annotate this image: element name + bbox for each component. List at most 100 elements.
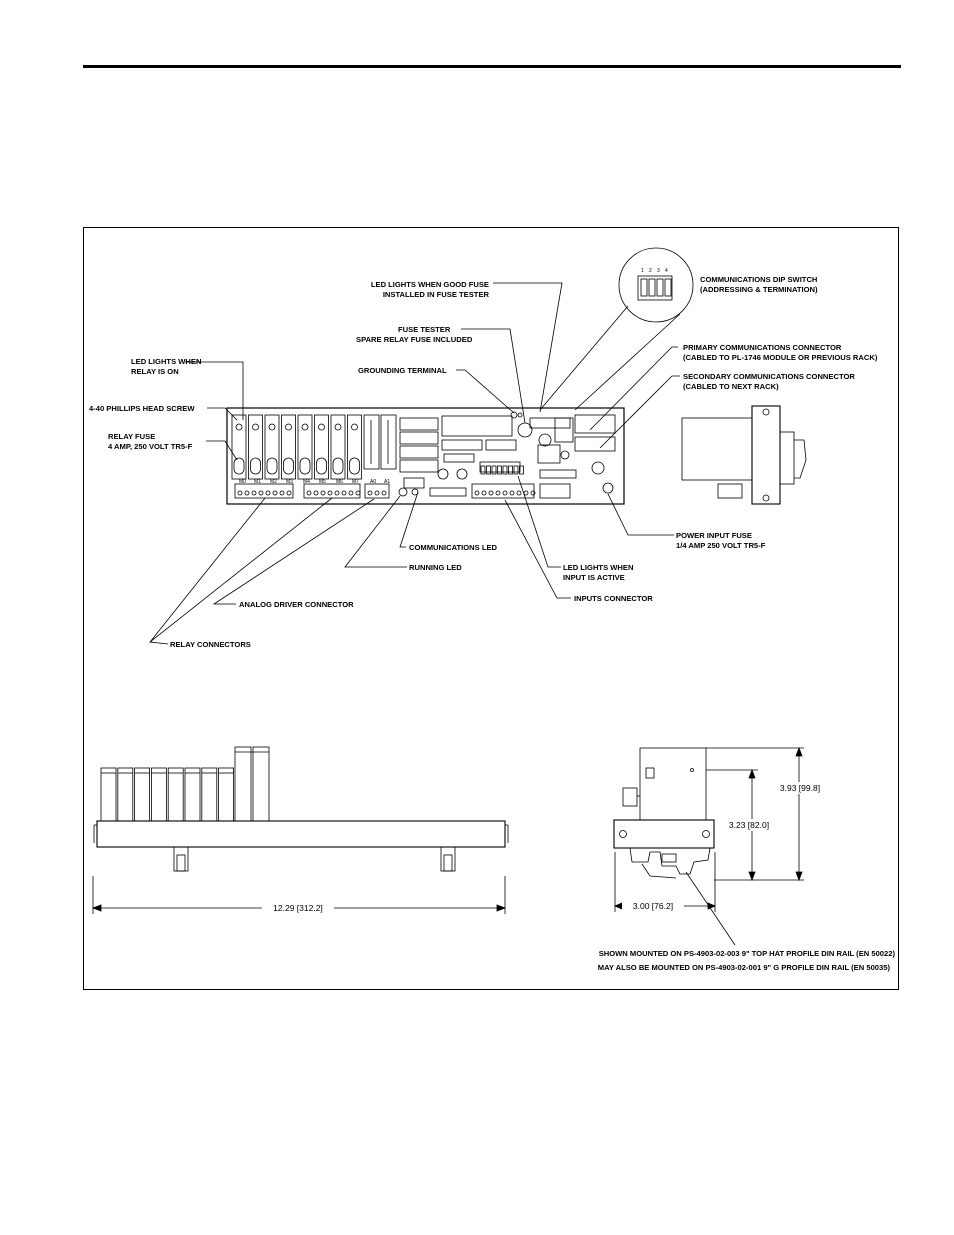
callout-primary-comm-2: (CABLED TO PL-1746 MODULE OR PREVIOUS RA… <box>683 353 878 362</box>
terminal-dot <box>306 490 312 496</box>
dim-height-total: 3.93 [99.8] <box>780 783 820 793</box>
svg-text:4: 4 <box>665 268 668 274</box>
relay-module <box>264 414 280 480</box>
terminal-dot <box>488 490 494 496</box>
terminal-dot <box>523 490 529 496</box>
board-label: M4 <box>303 479 310 485</box>
terminal-dots <box>237 490 536 496</box>
terminal-dot <box>474 490 480 496</box>
callout-secondary-comm: SECONDARY COMMUNICATIONS CONNECTOR <box>683 372 855 381</box>
board-label: M1 <box>254 479 261 485</box>
dim-width: 3.00 [76.2] <box>633 901 673 911</box>
terminal-dot <box>374 490 380 496</box>
relay-module <box>281 414 296 480</box>
terminal-dot <box>279 490 285 496</box>
board-label: A0 <box>370 479 376 485</box>
terminal-dot <box>265 490 271 496</box>
figure-frame <box>83 227 899 990</box>
relay-module <box>248 414 263 480</box>
callout-phillips-screw: 4-40 PHILLIPS HEAD SCREW <box>89 404 195 413</box>
terminal-dot <box>334 490 340 496</box>
elevation-relay <box>134 767 151 822</box>
svg-text:1: 1 <box>641 268 644 274</box>
terminal-dot <box>313 490 319 496</box>
terminal-dot <box>272 490 278 496</box>
callout-relay-led-2: RELAY IS ON <box>131 367 179 376</box>
terminal-dot <box>509 490 515 496</box>
callout-comm-led: COMMUNICATIONS LED <box>409 543 498 552</box>
relay-module <box>330 414 346 480</box>
callout-relay-connectors: RELAY CONNECTORS <box>170 640 251 649</box>
elevation-relay <box>100 767 117 822</box>
input-leds <box>480 465 524 475</box>
elevation-relay <box>117 767 134 822</box>
relay-module <box>347 414 362 480</box>
terminal-dot <box>258 490 264 496</box>
elevation-relay <box>218 767 235 822</box>
elevation-relay <box>167 767 184 822</box>
terminal-dot <box>327 490 333 496</box>
input-led <box>480 465 486 475</box>
callout-fuse-tester-2: SPARE RELAY FUSE INCLUDED <box>356 335 473 344</box>
board-label: M3 <box>286 479 293 485</box>
callout-relay-fuse-2: 4 AMP, 250 VOLT TR5-F <box>108 442 193 451</box>
input-led <box>513 465 519 475</box>
board-label: A1 <box>384 479 390 485</box>
dim-height-rail: 3.23 [82.0] <box>729 820 769 830</box>
mount-note-1: SHOWN MOUNTED ON PS-4903-02-003 9" TOP H… <box>599 949 896 958</box>
mount-note-2: MAY ALSO BE MOUNTED ON PS-4903-02-001 9"… <box>598 963 891 972</box>
input-led <box>508 465 513 475</box>
callout-secondary-comm-2: (CABLED TO NEXT RACK) <box>683 382 779 391</box>
relay-module <box>231 414 247 480</box>
input-led <box>497 465 502 475</box>
callout-relay-fuse: RELAY FUSE <box>108 432 155 441</box>
board-label: M2 <box>270 479 277 485</box>
terminal-dot <box>381 490 387 496</box>
relay-modules <box>231 414 362 480</box>
board-side-view <box>681 405 807 505</box>
terminal-dot <box>495 490 501 496</box>
callout-relay-led: LED LIGHTS WHEN <box>131 357 201 366</box>
board-label: M0 <box>239 479 246 485</box>
front-elevation-view <box>91 746 509 914</box>
terminal-dot <box>367 490 373 496</box>
callout-power-fuse-2: 1/4 AMP 250 VOLT TR5-F <box>676 541 766 550</box>
svg-text:3: 3 <box>657 268 660 274</box>
terminal-dot <box>348 490 354 496</box>
callout-dip-switch-2: (ADDRESSING & TERMINATION) <box>700 285 818 294</box>
board-label: M6 <box>336 479 343 485</box>
terminal-dot <box>355 490 361 496</box>
terminal-dot <box>530 490 536 496</box>
callout-fuse-tester: FUSE TESTER <box>398 325 451 334</box>
elevation-relay <box>184 767 201 822</box>
callout-input-led: LED LIGHTS WHEN <box>563 563 633 572</box>
relay-module <box>297 414 313 480</box>
svg-text:2: 2 <box>649 268 652 274</box>
callout-good-fuse-led: LED LIGHTS WHEN GOOD FUSE <box>371 280 489 289</box>
input-led <box>486 465 491 475</box>
callout-input-led-2: INPUT IS ACTIVE <box>563 573 625 582</box>
end-elevation-view <box>613 746 804 946</box>
input-led <box>519 465 524 475</box>
board-label: M5 <box>319 479 326 485</box>
dip-switch-detail: 1 2 3 4 <box>539 247 694 411</box>
input-led <box>491 465 497 475</box>
relay-module <box>314 414 329 480</box>
callout-grounding-terminal: GROUNDING TERMINAL <box>358 366 447 375</box>
terminal-dot <box>244 490 250 496</box>
terminal-dot <box>502 490 508 496</box>
terminal-dot <box>516 490 522 496</box>
input-led <box>502 465 508 475</box>
terminal-dot <box>251 490 257 496</box>
elevation-relay <box>201 767 218 822</box>
callout-dip-switch: COMMUNICATIONS DIP SWITCH <box>700 275 817 284</box>
callout-analog-connector: ANALOG DRIVER CONNECTOR <box>239 600 354 609</box>
callout-inputs-connector: INPUTS CONNECTOR <box>574 594 653 603</box>
header-rule <box>83 65 901 68</box>
callout-primary-comm: PRIMARY COMMUNICATIONS CONNECTOR <box>683 343 842 352</box>
callout-good-fuse-led-2: INSTALLED IN FUSE TESTER <box>383 290 490 299</box>
terminal-dot <box>286 490 292 496</box>
callout-power-fuse: POWER INPUT FUSE <box>676 531 752 540</box>
